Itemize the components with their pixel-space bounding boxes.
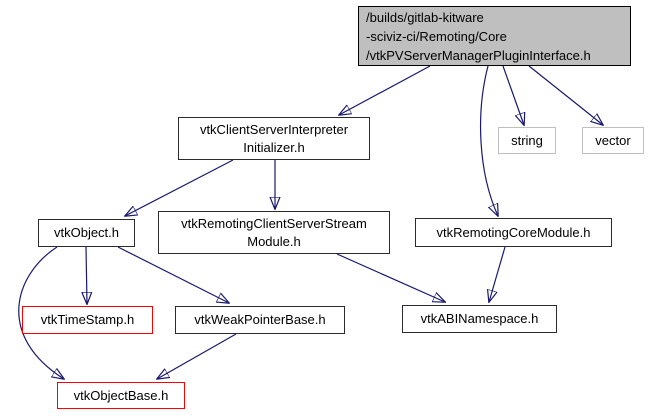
edge-main-to-remoting-core-module [479,65,498,216]
node-vtkremotingclientserverstreammodule-h[interactable]: vtkRemotingClientServerStream Module.h [158,211,390,254]
node-vtkobjectbase-h[interactable]: vtkObjectBase.h [57,382,185,409]
node-label: vtkObjectBase.h [73,387,169,403]
node-label: vtkClientServerInterpreter Initializer.h [199,121,349,155]
node-label: vector [595,132,631,148]
node-label: string [511,132,543,148]
node-string: string [498,127,556,154]
node-label: vtkABINamespace.h [420,311,539,327]
edge-main-to-vector [528,65,603,125]
node-vtktimestamp-h[interactable]: vtkTimeStamp.h [22,306,153,334]
node-vtkobject-h[interactable]: vtkObject.h [38,219,135,247]
node-label: vtkObject.h [53,225,120,241]
node-vtkremotingcoremodule-h[interactable]: vtkRemotingCoreModule.h [415,218,612,247]
node-label: vtkRemotingCoreModule.h [436,224,591,240]
edge-initializer-to-vtkobject [125,159,234,216]
edge-main-to-string [502,65,524,125]
node-main-file: /builds/gitlab-kitware -sciviz-ci/Remoti… [358,6,631,66]
edge-weakpointerbase-to-objectbase [157,333,237,379]
node-vtkabinamespace-h[interactable]: vtkABINamespace.h [402,305,557,333]
edge-main-to-initializer [339,65,431,115]
edge-vtkobject-to-objectbase [18,246,64,379]
node-label: vtkWeakPointerBase.h [194,312,326,328]
node-vtkweakpointerbase-h[interactable]: vtkWeakPointerBase.h [175,306,345,334]
node-label: vtkRemotingClientServerStream Module.h [181,215,367,249]
edge-vtkobject-to-weakpointerbase [117,246,229,303]
node-main-file-label: /builds/gitlab-kitware -sciviz-ci/Remoti… [366,9,591,63]
node-vtkclientserverinterpreterinitializer-h[interactable]: vtkClientServerInterpreter Initializer.h [178,117,370,160]
edge-vtkobject-to-timestamp [86,246,87,304]
node-vector: vector [582,127,644,154]
edge-stream-module-to-abinamespace [336,253,445,302]
edge-core-module-to-abinamespace [489,246,506,302]
node-label: vtkTimeStamp.h [40,312,135,328]
